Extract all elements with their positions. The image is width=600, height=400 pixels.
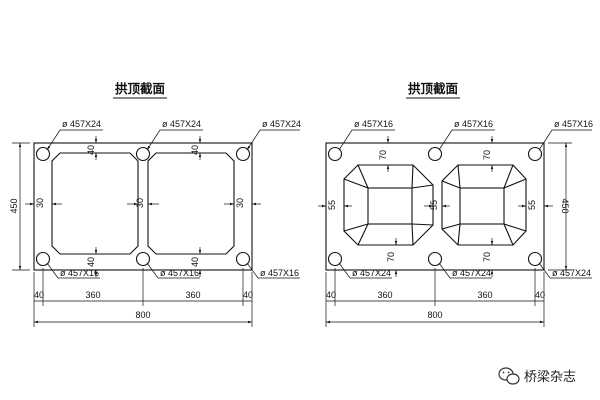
left-height-dim: 450 xyxy=(9,142,30,271)
svg-text:ø 457X16: ø 457X16 xyxy=(160,268,199,278)
svg-text:ø 457X24: ø 457X24 xyxy=(552,268,591,278)
right-bottom-pipe-labels: ø 457X24 ø 457X24 ø 457X24 xyxy=(338,262,592,279)
svg-text:360: 360 xyxy=(477,290,492,300)
svg-text:ø 457X16: ø 457X16 xyxy=(60,268,99,278)
svg-text:360: 360 xyxy=(377,290,392,300)
left-cell-1 xyxy=(51,152,139,255)
svg-text:ø 457X16: ø 457X16 xyxy=(260,268,299,278)
left-top-pipe-labels: ø 457X24 ø 457X24 ø 457X24 xyxy=(46,119,301,151)
right-section: 拱顶截面 xyxy=(318,81,593,327)
wechat-icon xyxy=(498,367,520,385)
svg-text:ø 457X24: ø 457X24 xyxy=(62,119,101,129)
right-top-pipe-labels: ø 457X16 ø 457X16 ø 457X16 xyxy=(338,119,593,151)
right-cell-2 xyxy=(441,164,527,246)
left-horizontal-dims: 40 360 360 40 800 xyxy=(33,268,253,327)
right-chord-pipes xyxy=(327,146,543,267)
svg-text:55: 55 xyxy=(429,200,439,210)
svg-text:40: 40 xyxy=(535,290,545,300)
svg-text:ø 457X24: ø 457X24 xyxy=(452,268,491,278)
svg-text:450: 450 xyxy=(9,198,19,213)
svg-text:70: 70 xyxy=(378,150,388,160)
svg-text:40: 40 xyxy=(326,290,336,300)
svg-text:40: 40 xyxy=(86,145,96,155)
svg-text:40: 40 xyxy=(243,290,253,300)
svg-text:30: 30 xyxy=(135,198,145,208)
svg-text:800: 800 xyxy=(135,310,150,320)
svg-text:ø 457X24: ø 457X24 xyxy=(352,268,391,278)
svg-text:360: 360 xyxy=(185,290,200,300)
right-title: 拱顶截面 xyxy=(408,81,459,96)
svg-text:40: 40 xyxy=(86,257,96,267)
svg-text:ø 457X16: ø 457X16 xyxy=(354,119,393,129)
svg-text:70: 70 xyxy=(482,252,492,262)
left-cell-2 xyxy=(147,152,235,255)
right-wall-dims: 70 70 70 70 55 55 55 55 xyxy=(318,136,553,277)
svg-text:450: 450 xyxy=(560,198,570,213)
svg-text:30: 30 xyxy=(235,198,245,208)
right-horizontal-dims: 40 360 360 40 800 xyxy=(325,268,545,327)
svg-text:40: 40 xyxy=(34,290,44,300)
svg-text:55: 55 xyxy=(527,200,537,210)
watermark-text: 桥梁杂志 xyxy=(524,370,576,385)
left-title: 拱顶截面 xyxy=(115,81,166,96)
svg-text:ø 457X24: ø 457X24 xyxy=(262,119,301,129)
svg-text:70: 70 xyxy=(482,150,492,160)
watermark: 桥梁杂志 xyxy=(498,367,576,385)
svg-text:ø 457X16: ø 457X16 xyxy=(554,119,593,129)
left-bottom-pipe-labels: ø 457X16 ø 457X16 ø 457X16 xyxy=(46,262,300,279)
svg-text:ø 457X16: ø 457X16 xyxy=(454,119,493,129)
svg-text:55: 55 xyxy=(327,200,337,210)
svg-text:70: 70 xyxy=(386,252,396,262)
right-height-dim: 450 xyxy=(548,142,572,271)
svg-text:800: 800 xyxy=(427,310,442,320)
left-section: 拱顶截面 ø 457X24 ø 457X24 ø 457X24 xyxy=(9,81,301,327)
left-chord-pipes xyxy=(35,146,251,267)
left-wall-dims: 40 40 40 40 30 30 30 30 xyxy=(25,136,261,277)
svg-text:40: 40 xyxy=(190,145,200,155)
svg-text:ø 457X24: ø 457X24 xyxy=(162,119,201,129)
right-cell-1 xyxy=(343,164,434,246)
svg-text:40: 40 xyxy=(190,257,200,267)
svg-text:360: 360 xyxy=(85,290,100,300)
svg-text:30: 30 xyxy=(35,198,45,208)
